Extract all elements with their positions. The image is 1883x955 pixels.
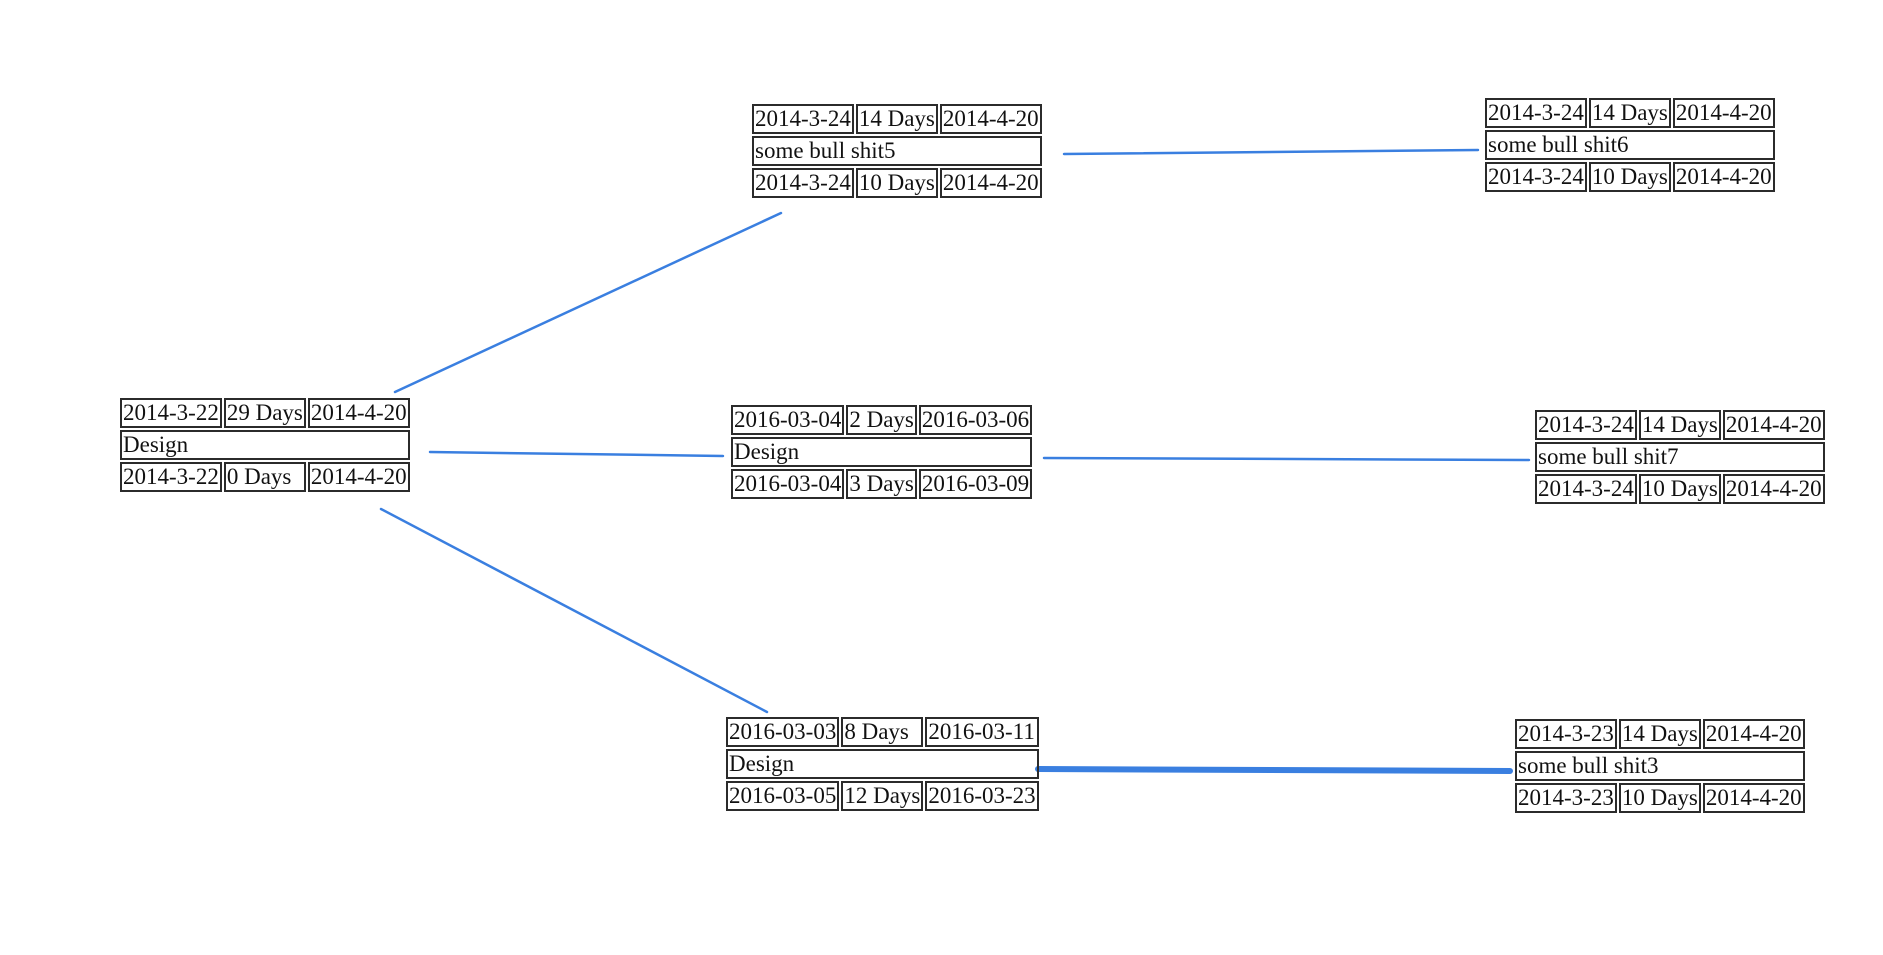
late-start: 2016-03-05 xyxy=(726,781,840,811)
early-finish: 2016-03-06 xyxy=(918,405,1033,435)
edge-bot-to-n3 xyxy=(1035,766,1513,774)
late-finish: 2014-4-20 xyxy=(307,462,410,492)
slack: 10 Days xyxy=(855,168,938,198)
task-node-mid[interactable]: 2016-03-04 2 Days 2016-03-06 Design 2016… xyxy=(729,403,1034,501)
task-name: Design xyxy=(731,437,1033,467)
early-start: 2016-03-04 xyxy=(731,405,845,435)
task-node-n5[interactable]: 2014-3-24 14 Days 2014-4-20 some bull sh… xyxy=(750,102,1044,200)
slack: 12 Days xyxy=(841,781,924,811)
late-finish: 2014-4-20 xyxy=(1672,162,1775,192)
duration: 29 Days xyxy=(223,398,306,428)
early-start: 2016-03-03 xyxy=(726,717,840,747)
late-start: 2014-3-24 xyxy=(752,168,854,198)
late-finish: 2014-4-20 xyxy=(939,168,1042,198)
task-node-n7[interactable]: 2014-3-24 14 Days 2014-4-20 some bull sh… xyxy=(1533,408,1827,506)
duration: 14 Days xyxy=(855,104,938,134)
early-start: 2014-3-22 xyxy=(120,398,222,428)
task-node-n6[interactable]: 2014-3-24 14 Days 2014-4-20 some bull sh… xyxy=(1483,96,1777,194)
late-start: 2014-3-24 xyxy=(1485,162,1587,192)
task-name: Design xyxy=(726,749,1039,779)
early-finish: 2014-4-20 xyxy=(307,398,410,428)
task-name: some bull shit7 xyxy=(1535,442,1825,472)
edge-root-to-bot xyxy=(379,507,769,714)
early-finish: 2016-03-11 xyxy=(925,717,1039,747)
early-finish: 2014-4-20 xyxy=(1672,98,1775,128)
task-name: some bull shit3 xyxy=(1515,751,1805,781)
late-finish: 2014-4-20 xyxy=(1702,783,1805,813)
task-node-n3[interactable]: 2014-3-23 14 Days 2014-4-20 some bull sh… xyxy=(1513,717,1807,815)
task-name: Design xyxy=(120,430,410,460)
task-node-bot[interactable]: 2016-03-03 8 Days 2016-03-11 Design 2016… xyxy=(724,715,1041,813)
duration: 14 Days xyxy=(1588,98,1671,128)
slack: 10 Days xyxy=(1618,783,1701,813)
late-start: 2014-3-23 xyxy=(1515,783,1617,813)
duration: 2 Days xyxy=(846,405,917,435)
late-finish: 2014-4-20 xyxy=(1722,474,1825,504)
task-node-root[interactable]: 2014-3-22 29 Days 2014-4-20 Design 2014-… xyxy=(118,396,412,494)
slack: 10 Days xyxy=(1638,474,1721,504)
task-name: some bull shit5 xyxy=(752,136,1042,166)
early-start: 2014-3-24 xyxy=(752,104,854,134)
duration: 8 Days xyxy=(841,717,924,747)
late-start: 2014-3-24 xyxy=(1535,474,1637,504)
slack: 0 Days xyxy=(223,462,306,492)
late-finish: 2016-03-23 xyxy=(925,781,1039,811)
duration: 14 Days xyxy=(1638,410,1721,440)
slack: 3 Days xyxy=(846,469,917,499)
slack: 10 Days xyxy=(1588,162,1671,192)
early-start: 2014-3-23 xyxy=(1515,719,1617,749)
edge-mid-to-n7 xyxy=(1042,456,1531,462)
task-name: some bull shit6 xyxy=(1485,130,1775,160)
edge-n5-to-n6 xyxy=(1062,148,1480,156)
early-finish: 2014-4-20 xyxy=(1722,410,1825,440)
late-finish: 2016-03-09 xyxy=(918,469,1033,499)
edge-root-to-mid xyxy=(428,450,725,458)
early-finish: 2014-4-20 xyxy=(939,104,1042,134)
late-start: 2014-3-22 xyxy=(120,462,222,492)
early-start: 2014-3-24 xyxy=(1535,410,1637,440)
late-start: 2016-03-04 xyxy=(731,469,845,499)
duration: 14 Days xyxy=(1618,719,1701,749)
early-start: 2014-3-24 xyxy=(1485,98,1587,128)
edge-root-to-n5 xyxy=(393,211,783,394)
early-finish: 2014-4-20 xyxy=(1702,719,1805,749)
